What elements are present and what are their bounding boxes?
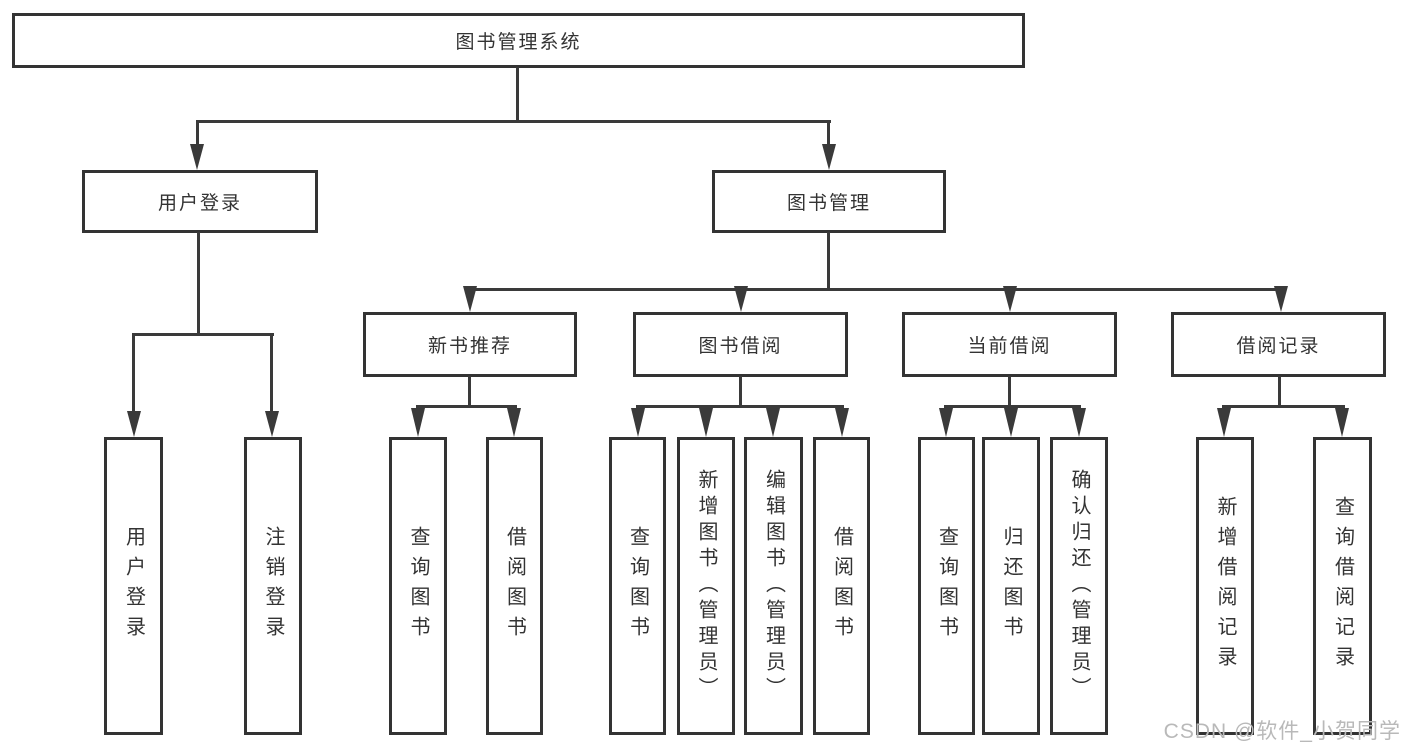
connector-line [197, 232, 200, 335]
arrow-down-icon [1004, 408, 1018, 437]
node-book-management-label: 图书管理 [786, 193, 871, 214]
leaf-edit-books-admin-label: 编辑图书（管理员） [762, 469, 785, 703]
leaf-return-books-label: 归还图书 [1000, 526, 1022, 646]
connector-line [468, 288, 1282, 291]
node-book-borrow-label: 图书借阅 [698, 336, 783, 357]
leaf-user-login: 用户登录 [104, 437, 163, 735]
leaf-confirm-return-admin: 确认归还（管理员） [1050, 437, 1108, 735]
arrow-down-icon [939, 408, 953, 437]
connector-line [416, 405, 517, 408]
leaf-query-books-1-label: 查询图书 [407, 526, 429, 646]
arrow-down-icon [1335, 408, 1349, 437]
arrow-down-icon [835, 408, 849, 437]
arrow-down-icon [822, 144, 836, 170]
connector-line [1222, 405, 1345, 408]
connector-line [1278, 376, 1281, 407]
connector-line [196, 120, 831, 123]
leaf-borrow-books-2-label: 借阅图书 [830, 526, 853, 646]
arrow-down-icon [734, 286, 748, 312]
leaf-query-books-3-label: 查询图书 [935, 526, 958, 646]
node-root-label: 图书管理系统 [455, 32, 582, 53]
arrow-down-icon [190, 144, 204, 170]
connector-line [132, 333, 274, 336]
leaf-logout-label: 注销登录 [262, 526, 284, 646]
node-user-login-label: 用户登录 [157, 193, 242, 214]
arrow-down-icon [265, 411, 279, 437]
leaf-borrow-books-1: 借阅图书 [486, 437, 543, 735]
leaf-query-books-1: 查询图书 [389, 437, 447, 735]
leaf-user-login-label: 用户登录 [122, 526, 145, 646]
arrow-down-icon [1003, 286, 1017, 312]
leaf-query-books-3: 查询图书 [918, 437, 975, 735]
leaf-edit-books-admin: 编辑图书（管理员） [744, 437, 803, 735]
leaf-logout: 注销登录 [244, 437, 302, 735]
node-book-borrow: 图书借阅 [633, 312, 848, 377]
leaf-add-books-admin-label: 新增图书（管理员） [695, 469, 717, 703]
connector-line [944, 405, 1081, 408]
leaf-add-borrow-record-label: 新增借阅记录 [1214, 496, 1236, 676]
leaf-confirm-return-admin-label: 确认归还（管理员） [1068, 469, 1090, 703]
node-current-borrow-label: 当前借阅 [967, 336, 1052, 357]
node-user-login: 用户登录 [82, 170, 318, 233]
leaf-add-borrow-record: 新增借阅记录 [1196, 437, 1254, 735]
connector-line [516, 67, 519, 121]
node-current-borrow: 当前借阅 [902, 312, 1117, 377]
leaf-return-books: 归还图书 [982, 437, 1040, 735]
connector-line [827, 232, 830, 290]
arrow-down-icon [507, 408, 521, 437]
node-new-book-recommend: 新书推荐 [363, 312, 577, 377]
node-book-management: 图书管理 [712, 170, 946, 233]
connector-line [196, 122, 199, 146]
arrow-down-icon [1274, 286, 1288, 312]
connector-line [1008, 376, 1011, 407]
leaf-borrow-books-2: 借阅图书 [813, 437, 870, 735]
leaf-query-books-2-label: 查询图书 [626, 526, 649, 646]
arrow-down-icon [699, 408, 713, 437]
node-borrow-record: 借阅记录 [1171, 312, 1386, 377]
leaf-query-borrow-record-label: 查询借阅记录 [1331, 496, 1354, 676]
arrow-down-icon [766, 408, 780, 437]
connector-line [468, 376, 471, 407]
leaf-query-books-2: 查询图书 [609, 437, 666, 735]
leaf-query-borrow-record: 查询借阅记录 [1313, 437, 1372, 735]
connector-line [636, 405, 844, 408]
leaf-add-books-admin: 新增图书（管理员） [677, 437, 735, 735]
connector-line [270, 335, 273, 413]
arrow-down-icon [1217, 408, 1231, 437]
leaf-borrow-books-1-label: 借阅图书 [503, 526, 526, 646]
arrow-down-icon [411, 408, 425, 437]
arrow-down-icon [1072, 408, 1086, 437]
arrow-down-icon [631, 408, 645, 437]
connector-line [739, 376, 742, 407]
node-new-book-recommend-label: 新书推荐 [427, 336, 512, 357]
connector-line [827, 122, 830, 146]
connector-line [132, 335, 135, 413]
arrow-down-icon [127, 411, 141, 437]
node-borrow-record-label: 借阅记录 [1236, 336, 1321, 357]
node-root: 图书管理系统 [12, 13, 1025, 68]
arrow-down-icon [463, 286, 477, 312]
csdn-watermark: CSDN @软件_小贺同学 [1163, 720, 1401, 743]
